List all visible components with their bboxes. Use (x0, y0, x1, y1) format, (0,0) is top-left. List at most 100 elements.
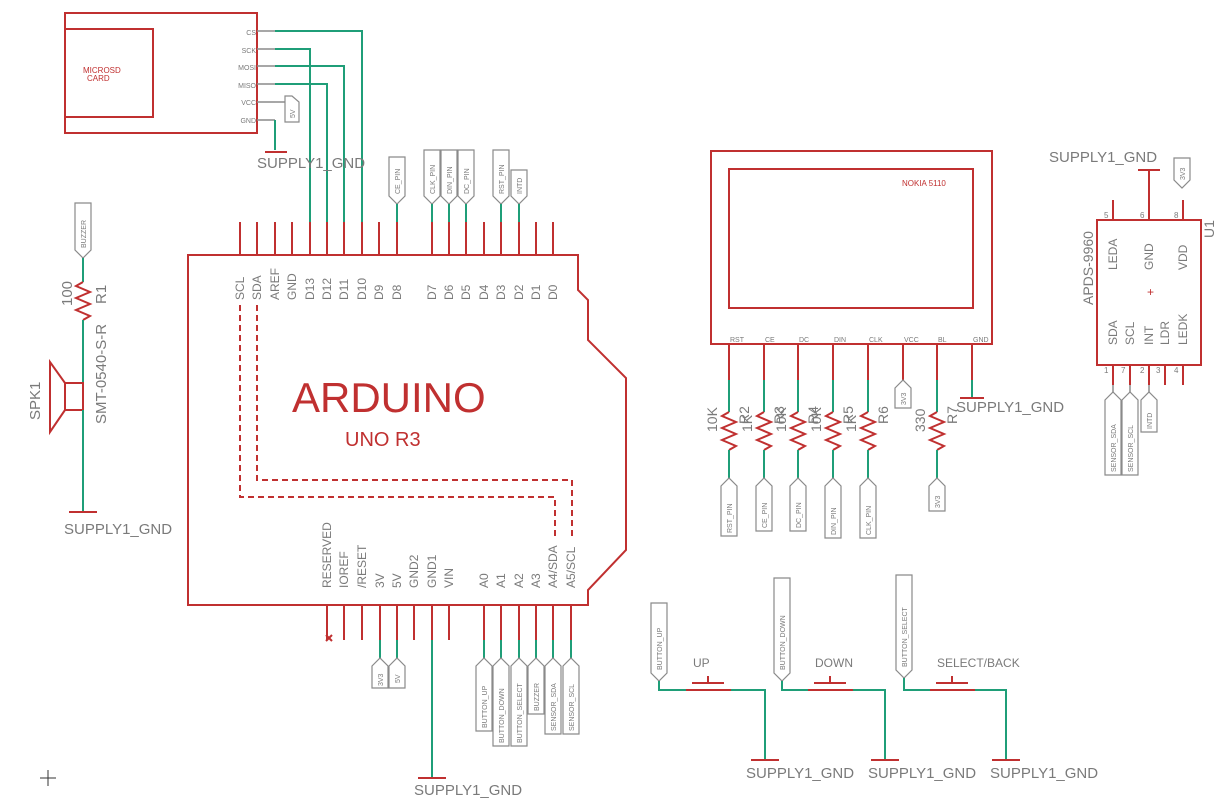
svg-text:CE_PIN: CE_PIN (395, 169, 402, 194)
arduino-uno[interactable]: ARDUINO UNO R3 (187, 254, 627, 606)
r1-value: 100 (59, 281, 76, 306)
arduino-pin-a1: A1 (494, 573, 508, 588)
flag-din_pin: DIN_PIN (831, 507, 838, 535)
net-flag (527, 657, 545, 715)
arduino-pin-d6: D6 (442, 284, 456, 300)
arduino-pin-d9: D9 (372, 284, 386, 300)
nokia-pin-dc: DC (799, 337, 809, 344)
microsd-module[interactable]: MICROSD CARD CS SCK MOSI MISO VCC GND (64, 12, 275, 134)
resistor-r3 (754, 411, 774, 451)
arduino-pin-d13: D13 (303, 278, 317, 300)
arduino-subtitle: UNO R3 (345, 429, 421, 451)
flag-button_up: BUTTON_UP (482, 685, 489, 728)
flag-button_select: BUTTON_SELECT (902, 607, 909, 667)
button-gnd-label: SUPPLY1_GND (990, 765, 1098, 782)
svg-text:3V3: 3V3 (378, 673, 385, 686)
flag-sensor_sda: SENSOR_SDA (551, 683, 558, 731)
button-gnd-label: SUPPLY1_GND (746, 765, 854, 782)
svg-text:CLK_PIN: CLK_PIN (430, 165, 437, 194)
nokia-5110-display[interactable]: NOKIA 5110 (710, 150, 993, 345)
net-flag (510, 657, 528, 747)
net-flag (475, 657, 493, 732)
speaker-part: SMT-0540-S-R (93, 324, 110, 424)
nokia-label: NOKIA 5110 (902, 179, 946, 188)
net-flag (544, 657, 562, 735)
microsd-label-2: CARD (87, 74, 110, 83)
arduino-pin-d0: D0 (546, 284, 560, 300)
flag-3v3: 3V3 (935, 495, 942, 508)
apds-power: 3V3 (1138, 157, 1191, 200)
apds-gnd-label: SUPPLY1_GND (1049, 149, 1157, 166)
net-flag (859, 477, 877, 539)
sd-vcc-5v-flag: 5V (284, 95, 300, 123)
flag-button_select: BUTTON_SELECT (517, 683, 524, 743)
arduino-pin-d8: D8 (390, 284, 404, 300)
flag-buzzer: BUZZER (534, 683, 541, 711)
svg-text:DC_PIN: DC_PIN (464, 168, 471, 194)
button-label: DOWN (815, 656, 853, 670)
speaker-name: SPK1 (27, 382, 44, 420)
buzzer-flag: BUZZER (81, 220, 88, 248)
scl-dashed-trace (239, 305, 556, 540)
microsd-label-1: MICROSD (83, 66, 121, 75)
resistor-value: 1K (739, 414, 755, 432)
resistor-name: R4 (805, 406, 821, 424)
flag-rst_pin: RST_PIN (727, 503, 734, 533)
arduino-pin-a2: A2 (512, 573, 526, 588)
svg-text:5V: 5V (395, 674, 402, 683)
resistor-r7 (927, 411, 947, 451)
arduino-pin-aref: AREF (268, 268, 282, 300)
net-flag (1121, 391, 1139, 476)
flag-clk_pin: CLK_PIN (866, 506, 873, 535)
apds-pin-num: 4 (1174, 366, 1179, 375)
resistor-value: 10K (773, 406, 789, 432)
nokia-gnd-label: SUPPLY1_GND (956, 399, 1064, 416)
sd-pin-vcc: VCC (241, 100, 256, 107)
apds-pin-leda: LEDA (1106, 239, 1120, 270)
r1-name: R1 (93, 285, 110, 304)
resistor-name: R6 (875, 406, 891, 424)
arduino-pin-d7: D7 (425, 284, 439, 300)
flag-sensor_sda: SENSOR_SDA (1111, 424, 1118, 472)
apds-pin-scl: SCL (1123, 321, 1137, 345)
arduino-pin-d10: D10 (355, 278, 369, 300)
apds-pin-num: 3 (1156, 366, 1161, 375)
net-flag (562, 657, 580, 735)
svg-text:5V: 5V (290, 109, 297, 118)
arduino-pin-d5: D5 (459, 284, 473, 300)
buzzer-circuit[interactable]: BUZZER 100 R1 SPK1 SMT-0540-S-R (27, 202, 110, 513)
sd-pin-gnd: GND (240, 118, 256, 125)
apds-name: APDS-9960 (1080, 231, 1096, 305)
apds-pin-num: 6 (1140, 211, 1145, 220)
apds-pin-num: 5 (1104, 211, 1109, 220)
resistor-value: 1K (843, 414, 859, 432)
apds-pin-num: 1 (1104, 366, 1109, 375)
svg-text:RST_PIN: RST_PIN (499, 164, 506, 194)
apds-pin-int: INT (1142, 325, 1156, 345)
arduino-pin-d11: D11 (337, 279, 351, 300)
flag-sensor_scl: SENSOR_SCL (569, 684, 576, 731)
nokia-pin-clk: CLK (869, 337, 883, 344)
apds-pin-ldr: LDR (1158, 321, 1172, 345)
net-flag (755, 477, 773, 532)
arduino-pin-d1: D1 (529, 284, 543, 300)
resistor-value: 330 (912, 408, 928, 432)
sd-pin-miso: MISO (238, 83, 256, 90)
arduino-pin-scl: SCL (233, 276, 247, 300)
arduino-pin-a3: A3 (529, 573, 543, 588)
nokia-pin-gnd: GND (973, 337, 989, 344)
arduino-pin-gnd: GND (285, 273, 299, 300)
resistor-name: R3 (771, 406, 787, 424)
arduino-pin-a5scl: A5/SCL (564, 546, 578, 588)
button-label: UP (693, 656, 710, 670)
apds-pin-sda: SDA (1106, 320, 1120, 345)
nokia-pin-vcc: VCC (904, 337, 919, 344)
